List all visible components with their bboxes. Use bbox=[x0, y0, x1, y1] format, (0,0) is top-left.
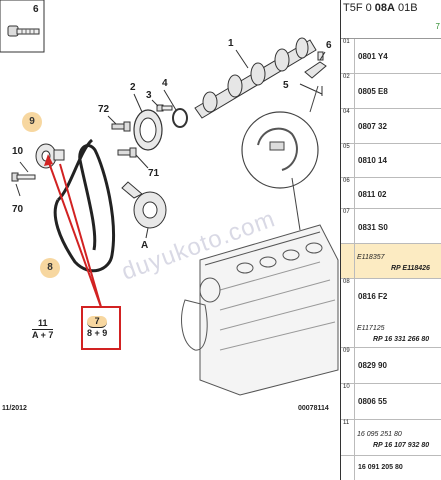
bolt-6-icon bbox=[7, 25, 40, 37]
cam-sprocket-icon bbox=[133, 109, 163, 151]
row-index: 01 bbox=[341, 39, 355, 73]
row-index: 05 bbox=[341, 144, 355, 177]
circled-9: 9 bbox=[22, 112, 42, 132]
row-code: 0829 90 bbox=[358, 361, 387, 370]
circled-8: 8 bbox=[40, 258, 60, 278]
title-suffix: 01B bbox=[398, 2, 418, 14]
parts-list-panel: T5F 0 08A 01B 7 01 0801 Y4 02 0805 E8 04… bbox=[340, 0, 441, 480]
row-code: 0801 Y4 bbox=[358, 52, 388, 61]
row-code: 0806 55 bbox=[358, 397, 387, 406]
fraction-11-bottom: A + 7 bbox=[32, 330, 54, 340]
callout-10: 10 bbox=[12, 146, 24, 157]
callout-A: A bbox=[141, 240, 149, 251]
row-ref2: RP E118426 bbox=[391, 265, 430, 272]
row-code: 0805 E8 bbox=[358, 87, 388, 96]
callout-2: 2 bbox=[130, 82, 136, 93]
callout-6b: 6 bbox=[326, 40, 332, 51]
row-index: 02 bbox=[341, 74, 355, 108]
list-item[interactable]: 04 0807 32 bbox=[341, 109, 441, 144]
header-col: 7 bbox=[435, 22, 440, 31]
row-index: 07 bbox=[341, 209, 355, 243]
list-item[interactable]: 05 0810 14 bbox=[341, 144, 441, 178]
list-item[interactable]: 09 0829 90 bbox=[341, 348, 441, 384]
row-code: 0810 14 bbox=[358, 156, 387, 165]
callout-70: 70 bbox=[12, 204, 24, 215]
row-ref1: E118357 bbox=[357, 254, 385, 261]
list-item[interactable]: 08 0816 F2 E117125 RP 16 331 266 80 bbox=[341, 279, 441, 348]
list-item[interactable]: 16 091 205 80 bbox=[341, 456, 441, 480]
arrow-to-tensioner bbox=[47, 159, 102, 308]
stud-71-icon bbox=[117, 147, 137, 158]
list-item[interactable]: 02 0805 E8 bbox=[341, 74, 441, 109]
stud-72-icon bbox=[111, 121, 131, 132]
row-index: 09 bbox=[341, 348, 355, 383]
callout-4: 4 bbox=[162, 78, 168, 89]
row-code: 0811 02 bbox=[358, 190, 387, 199]
row-index: 04 bbox=[341, 109, 355, 143]
row-index: 08 bbox=[341, 279, 355, 347]
parts-diagram: 6 1 6 4 2 3 5 72 10 70 71 A 9 8 11 A + 7… bbox=[0, 0, 339, 412]
list-item[interactable]: 06 0811 02 bbox=[341, 178, 441, 209]
timing-belt-icon bbox=[53, 144, 116, 273]
row-ref1: 16 095 251 80 bbox=[357, 431, 402, 438]
footer-date: 11/2012 bbox=[2, 405, 27, 412]
row-ref2: RP 16 107 932 80 bbox=[373, 442, 430, 449]
row-code: 0816 F2 bbox=[358, 292, 388, 301]
callout-5: 5 bbox=[283, 80, 289, 91]
arrow-to-belt bbox=[59, 163, 102, 308]
panel-header-row: 7 bbox=[341, 18, 441, 39]
row-ref1: E117125 bbox=[357, 325, 385, 332]
list-item-highlighted[interactable]: E118357 RP E118426 bbox=[341, 244, 441, 279]
fraction-7-bottom: 8 + 9 bbox=[87, 328, 108, 338]
row-index: 06 bbox=[341, 178, 355, 208]
footer-ref: 00078114 bbox=[298, 405, 329, 412]
list-item[interactable]: 11 16 095 251 80 RP 16 107 932 80 bbox=[341, 420, 441, 456]
list-item[interactable]: 10 0806 55 bbox=[341, 384, 441, 420]
callout-71: 71 bbox=[148, 168, 160, 179]
camshaft-icon bbox=[194, 37, 317, 119]
list-item[interactable]: 01 0801 Y4 bbox=[341, 39, 441, 74]
callout-6: 6 bbox=[33, 4, 39, 15]
fraction-7-top: 7 bbox=[87, 316, 108, 328]
row-index: 11 bbox=[341, 420, 355, 455]
diagram-drawing bbox=[0, 0, 339, 396]
callout-3: 3 bbox=[146, 90, 152, 101]
row-index bbox=[341, 244, 355, 278]
engine-block-icon bbox=[181, 224, 339, 396]
title-bold: 08A bbox=[374, 2, 395, 14]
water-pump-icon bbox=[121, 181, 167, 229]
fraction-11-top: 11 bbox=[32, 318, 54, 330]
fraction-7-89: 7 8 + 9 bbox=[87, 316, 108, 339]
row-code: 16 091 205 80 bbox=[358, 464, 403, 471]
fraction-11-A7: 11 A + 7 bbox=[32, 318, 54, 341]
bolt-3-icon bbox=[156, 104, 173, 112]
panel-title: T5F 0 08A 01B bbox=[343, 2, 418, 14]
row-code: 0807 32 bbox=[358, 122, 387, 131]
callout-72: 72 bbox=[98, 104, 110, 115]
row-index bbox=[341, 456, 355, 480]
bolt-10-icon bbox=[11, 172, 36, 182]
row-code: 0831 S0 bbox=[358, 223, 388, 232]
callout-1: 1 bbox=[228, 38, 234, 49]
seal-4-icon bbox=[172, 108, 188, 128]
list-item[interactable]: 07 0831 S0 bbox=[341, 209, 441, 244]
row-ref2: RP 16 331 266 80 bbox=[373, 336, 430, 343]
row-index: 10 bbox=[341, 384, 355, 419]
title-prefix: T5F 0 bbox=[343, 2, 372, 14]
bolt-inset-frame bbox=[0, 0, 45, 53]
